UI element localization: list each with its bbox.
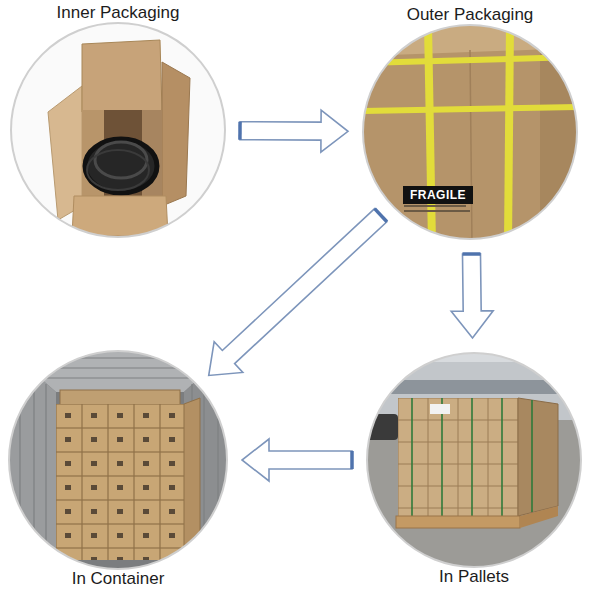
container-photo xyxy=(6,348,232,574)
cartons xyxy=(56,404,184,560)
box-interior xyxy=(82,110,162,200)
container-wall xyxy=(184,348,232,574)
box-face xyxy=(360,22,582,244)
pallet xyxy=(520,506,558,528)
outer-box-photo xyxy=(360,22,582,244)
back-cartons xyxy=(60,390,180,406)
inner-box-photo xyxy=(0,0,240,250)
label-print xyxy=(404,210,470,212)
box-front xyxy=(72,196,168,236)
box-seam xyxy=(470,50,472,244)
strap xyxy=(362,54,580,66)
photo-circle: Outer Packaging xyxy=(362,24,578,240)
photo-circle: In Container xyxy=(8,350,228,570)
box-shadow xyxy=(540,22,582,244)
flow-arrow-group xyxy=(209,209,387,376)
container-floor xyxy=(6,348,232,574)
flow-arrow xyxy=(209,209,387,376)
node-label: In Container xyxy=(0,569,296,589)
flow-arrow xyxy=(242,439,352,481)
cable-coil xyxy=(85,139,157,193)
pallet-cartons xyxy=(398,398,518,516)
fragile-sticker: FRAGILE xyxy=(403,186,473,204)
pallet-cartons-side xyxy=(518,398,558,516)
car xyxy=(366,414,398,440)
photo-circle: In Pallets xyxy=(366,352,582,568)
node-label: In Pallets xyxy=(298,567,592,587)
arrow-tail xyxy=(238,122,242,140)
arrow-tail xyxy=(462,252,480,256)
warehouse-windows xyxy=(364,380,586,394)
arrow-tail xyxy=(375,209,387,222)
carton-label xyxy=(430,404,450,414)
node-label: Outer Packaging xyxy=(294,5,592,25)
pallet xyxy=(396,516,520,528)
flow-arrow-group xyxy=(240,110,348,152)
box-flap xyxy=(162,62,190,206)
container-wall xyxy=(6,348,56,574)
photo-circle: Inner Packaging xyxy=(10,22,226,238)
flow-arrow xyxy=(451,254,493,338)
flow-arrow xyxy=(240,110,348,152)
arrow-tail xyxy=(350,451,354,469)
sky xyxy=(364,350,586,572)
pallet-photo xyxy=(364,350,586,572)
node-label: Inner Packaging xyxy=(0,3,294,23)
strap xyxy=(362,104,580,114)
pallet-strap xyxy=(412,398,532,516)
photo-background xyxy=(0,0,240,250)
flow-arrow-group xyxy=(451,254,493,338)
corrugation xyxy=(20,358,218,574)
box-top xyxy=(362,24,580,56)
flow-arrow-group xyxy=(242,439,352,481)
label-print xyxy=(404,205,466,207)
cartons-side xyxy=(184,398,200,560)
cable-coil xyxy=(87,150,149,190)
cable-coil xyxy=(95,142,147,178)
box-flap xyxy=(82,40,162,112)
